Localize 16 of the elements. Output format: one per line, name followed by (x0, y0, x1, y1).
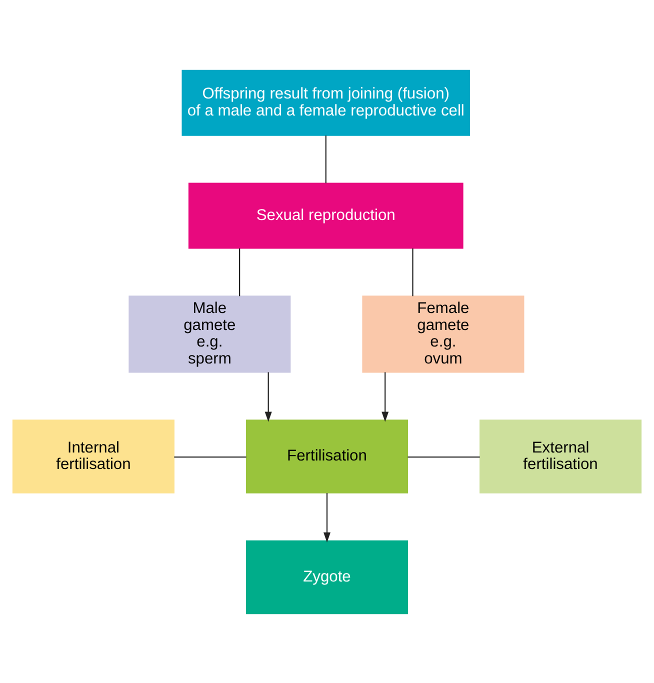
arrow (264, 372, 272, 422)
node-box: Female gamete e.g. ovum (362, 295, 524, 372)
node-box: External fertilisation (480, 419, 642, 493)
connector (408, 456, 480, 458)
node-box: Internal fertilisation (12, 419, 174, 493)
connector (239, 248, 240, 296)
arrow (382, 372, 389, 422)
arrow (323, 492, 331, 542)
connector (412, 248, 414, 296)
node-box: Fertilisation (246, 419, 408, 493)
node-box: Sexual reproduction (188, 182, 464, 248)
connector (325, 135, 326, 183)
node-box: Male gamete e.g. sperm (128, 295, 291, 372)
connector (174, 456, 246, 458)
node-box: Offspring result from joining (fusion) of a male and a female reproductive cell (182, 69, 470, 136)
node-box: Zygote (246, 540, 408, 614)
